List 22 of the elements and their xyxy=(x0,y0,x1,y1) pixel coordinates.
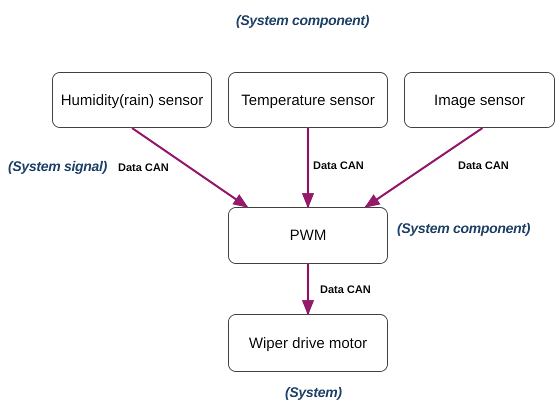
process-box xyxy=(228,72,388,128)
edge-label: Data CAN xyxy=(118,162,169,174)
arrow xyxy=(364,127,484,208)
node-text: Image sensor xyxy=(434,92,525,108)
edge-label: Data CAN xyxy=(313,160,364,172)
annotation: (System component) xyxy=(397,220,530,236)
annotation: (System component) xyxy=(236,12,370,28)
edge-label: Data CAN xyxy=(458,160,509,172)
edge-label: Data CAN xyxy=(320,284,371,296)
arrow xyxy=(302,264,314,316)
arrow xyxy=(302,128,314,209)
annotation: (System) xyxy=(285,384,342,400)
process-box xyxy=(228,314,388,372)
annotation: (System signal) xyxy=(8,158,107,174)
process-box xyxy=(228,207,388,264)
arrow xyxy=(131,127,248,208)
node-text: Humidity(rain) sensor xyxy=(60,92,204,108)
node-text: Wiper drive motor xyxy=(248,334,368,352)
process-box xyxy=(404,72,555,128)
node-text: Temperature sensor xyxy=(241,92,375,108)
node-text: PWM xyxy=(290,227,326,244)
process-box xyxy=(52,72,212,128)
